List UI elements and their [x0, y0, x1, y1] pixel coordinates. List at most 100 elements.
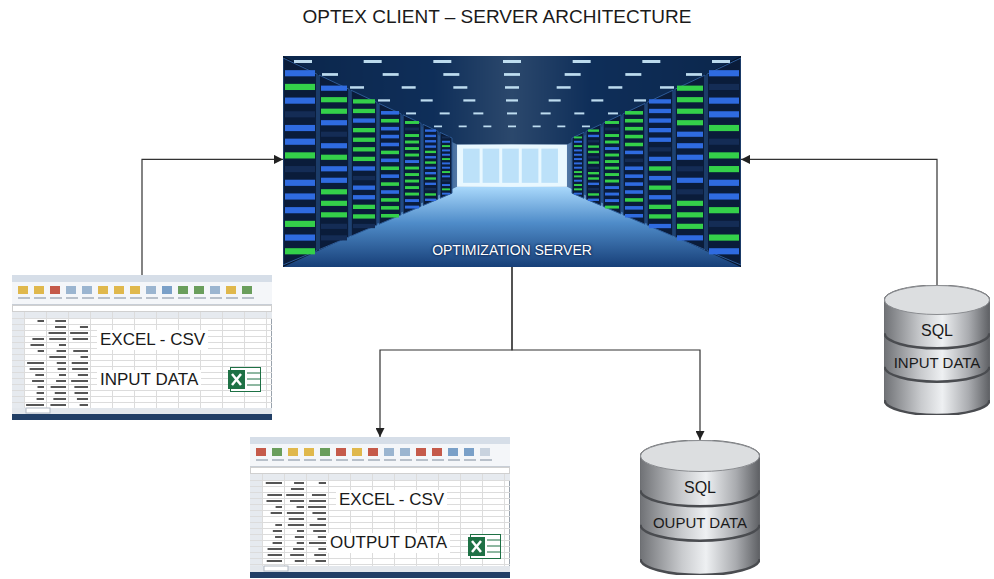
- optimization-server-art-part: [405, 199, 419, 202]
- optimization-server-art-part: [709, 125, 739, 131]
- optimization-server-art-part: [677, 120, 703, 125]
- connector-arrow: [741, 159, 937, 285]
- optimization-server-art-part: [353, 205, 375, 209]
- excel-output-art-part: [276, 506, 282, 508]
- optimization-server-art-part: [625, 214, 643, 218]
- excel-input-art-part: [57, 362, 66, 364]
- optimization-server-art-part: [440, 112, 450, 114]
- excel-output-art-part: [480, 448, 490, 456]
- excel-input-art-part: [134, 312, 135, 408]
- excel-input-art-part: [34, 286, 44, 294]
- optimization-server-art-part: [321, 224, 347, 229]
- optimization-server-art-part: [442, 188, 450, 190]
- optimization-server-art-part: [574, 154, 582, 156]
- excel-input-art-part: [114, 286, 124, 294]
- optimization-server-art-part: [505, 86, 519, 89]
- optimization-server-art-part: [285, 193, 315, 199]
- excel-input-art-part: [38, 350, 44, 352]
- optimization-server-art-part: [649, 195, 671, 199]
- excel-input-art-part: [18, 286, 28, 294]
- excel-input-art-part: [130, 297, 142, 299]
- optimization-server-art-part: [557, 126, 565, 128]
- excel-output-art-part: [293, 548, 304, 550]
- optimization-server-art-part: [506, 99, 518, 101]
- optimization-server-art-part: [522, 149, 539, 183]
- excel-input-art-part: [80, 404, 88, 406]
- optimization-server-art-part: [625, 182, 643, 186]
- optimization-server-art-part: [442, 175, 450, 177]
- excel-input-art-part: [112, 312, 113, 408]
- optimization-server-art-part: [557, 86, 571, 89]
- excel-input-art-part: [56, 380, 66, 382]
- excel-input-art-part: [178, 286, 188, 294]
- excel-output-art-part: [312, 512, 326, 514]
- excel-output-art-part: [432, 459, 444, 461]
- excel-output-art-part: [287, 512, 304, 514]
- optimization-server-art-part: [588, 156, 599, 158]
- optimization-server-art-part: [381, 214, 399, 218]
- excel-output-art-part: [250, 444, 510, 466]
- optimization-server-art-part: [573, 60, 591, 63]
- excel-input-art-part: [68, 312, 69, 408]
- optimization-server-art-part: [350, 86, 364, 89]
- excel-input-art-part: [12, 354, 272, 355]
- excel-input-art-part: [59, 344, 66, 346]
- connector-arrow: [380, 267, 512, 437]
- optimization-server-art-part: [283, 56, 741, 267]
- optimization-server-art-part: [709, 207, 739, 213]
- optimization-server-art-part: [433, 60, 451, 63]
- excel-input-art-part: [26, 404, 44, 406]
- optimization-server-art-part: [442, 167, 450, 169]
- optimization-server-art-part: [453, 86, 467, 89]
- optimization-server-art-part: [353, 147, 375, 151]
- optimization-server-art-part: [591, 99, 603, 101]
- sql-output: SQLOUPUT DATA: [640, 440, 760, 575]
- excel-input-art-part: [156, 312, 157, 408]
- optimization-server-art-part: [649, 186, 671, 190]
- excel-output-art-part: [416, 459, 428, 461]
- excel-output-art-part: [400, 448, 410, 456]
- excel-output-art-part: [320, 448, 330, 456]
- optimization-server-art-part: [381, 151, 399, 155]
- excel-input-art-part: [12, 402, 272, 403]
- optimization-server-art-part: [574, 145, 582, 147]
- excel-output-art-part: [472, 541, 481, 552]
- excel-output-art-part: [297, 530, 304, 532]
- excel-output-art-part: [297, 506, 304, 508]
- excel-output-art-part: [314, 554, 326, 556]
- excel-input-art-part: [194, 286, 204, 294]
- optimization-server-art-part: [605, 180, 619, 183]
- excel-input-art-part: [247, 373, 260, 374]
- excel-output-art-part: [267, 560, 282, 562]
- optimization-server-art-part: [483, 149, 500, 183]
- excel-output-art-part: [297, 542, 304, 544]
- optimization-server-art-part: [405, 167, 419, 170]
- optimization-server-art-part: [353, 118, 375, 122]
- excel-input-art-part: [30, 344, 44, 346]
- optimization-server-art-part: [649, 224, 671, 228]
- optimization-server-art-part: [405, 186, 419, 189]
- excel-input-art-part: [12, 366, 272, 367]
- excel-output-art-part: [288, 448, 298, 456]
- excel-input-art-part: [82, 297, 94, 299]
- optimization-server-art-part: [588, 183, 599, 185]
- optimization-server-art-part: [402, 86, 416, 89]
- optimization-server-art-part: [473, 112, 483, 114]
- excel-input-art-part: [222, 312, 223, 408]
- excel-output-art-part: [250, 437, 510, 444]
- optimization-server-art-part: [283, 58, 317, 265]
- optimization-server-art-part: [625, 206, 643, 210]
- excel-output-art-part: [315, 560, 326, 562]
- optimization-server-art-part: [285, 111, 315, 117]
- optimization-server-art-part: [406, 112, 416, 114]
- optimization-server-art-part: [405, 141, 419, 144]
- optimization-server-art-part: [649, 205, 671, 209]
- excel-input-art-part: [12, 414, 272, 420]
- excel-output-art-part: [290, 500, 304, 502]
- sql-input-art-part: [884, 352, 990, 415]
- sql-output-art-part: [641, 441, 760, 472]
- optimization-server-art-part: [425, 172, 436, 174]
- optimization-server-art-part: [677, 143, 703, 148]
- optimization-server-art-part: [605, 186, 619, 189]
- excel-input-art-part: [90, 312, 91, 408]
